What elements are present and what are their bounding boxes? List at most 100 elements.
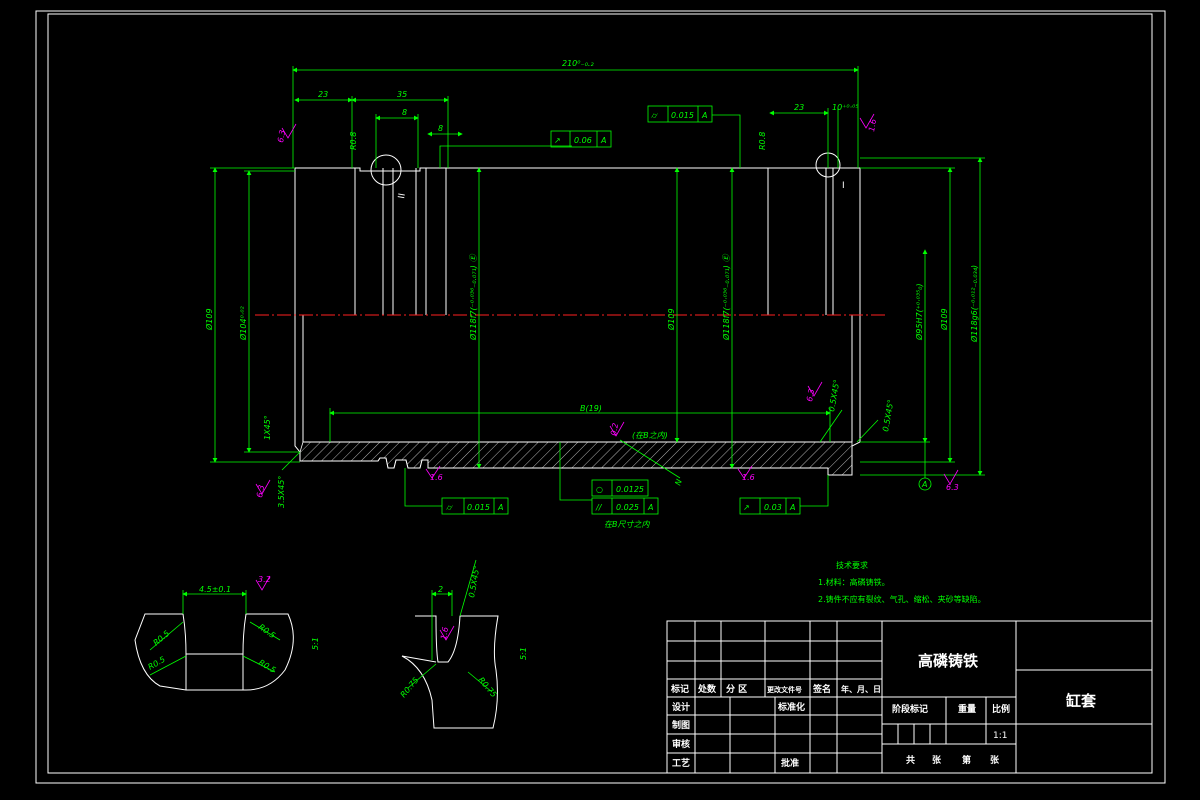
datum-a-label: A (921, 480, 927, 489)
dim-05x45-b: 0.5X45° (881, 399, 895, 432)
svg-text://: // (595, 503, 603, 512)
svg-text:比例: 比例 (992, 703, 1010, 715)
dim-b: B(19) (580, 404, 602, 413)
detail-right-chamfer: 0.5X45° (467, 565, 481, 598)
inner-frame (47, 13, 1153, 774)
svg-text:分 区: 分 区 (726, 683, 747, 695)
svg-text:↗: ↗ (554, 136, 561, 145)
svg-text:A: A (789, 503, 795, 512)
dim-dia118-mid: Ø118f7(⁻⁰·⁰³⁶₋₀.₀₇₁) Ⓔ (468, 253, 478, 341)
svg-text:R0.5: R0.5 (257, 658, 277, 675)
technical-notes: 技术要求 1.材料：高磷铸铁。 2.铸件不应有裂纹、气孔、缩松、夹砂等缺陷。 (818, 560, 986, 604)
svg-text:工艺: 工艺 (672, 757, 690, 769)
svg-text:A: A (647, 503, 653, 512)
svg-text:A: A (600, 136, 606, 145)
svg-text:R0.5: R0.5 (152, 629, 172, 648)
dim-dia109-right: Ø109 (939, 308, 949, 331)
svg-text:↗: ↗ (743, 503, 750, 512)
notes-line1: 1.材料：高磷铸铁。 (818, 577, 890, 587)
svg-text:阶段标记: 阶段标记 (892, 703, 928, 715)
dim-dia104: Ø104⁰·⁰² (238, 305, 248, 341)
fcf-center-note: 在B尺寸之内 (604, 520, 650, 529)
part-outline (294, 167, 861, 476)
detail-left-roughness: 3.2 (258, 575, 271, 584)
svg-text:处数: 处数 (697, 683, 717, 695)
svg-text:制图: 制图 (672, 719, 690, 731)
svg-text:0.025: 0.025 (616, 503, 639, 512)
detail-circle-ii (370, 154, 402, 186)
svg-text:A: A (701, 111, 707, 120)
svg-text:R0.75: R0.75 (399, 676, 421, 700)
svg-text:0.0125: 0.0125 (616, 485, 644, 494)
detail-right-roughness: 1.6 (439, 626, 450, 640)
fcf-top-left: ↗ 0.06 A (550, 130, 612, 148)
title-block: 高磷铸铁 缸套 标记 处数 分 区 更改文件号 签名 年、月、日 设计 标准化 … (666, 620, 1153, 774)
svg-text:标记: 标记 (670, 683, 689, 695)
roughness-63-bottom-right: 6.3 (946, 483, 959, 492)
mark-n: N (673, 478, 684, 487)
datum-a-circle (918, 477, 932, 491)
svg-text:R0.5: R0.5 (257, 622, 277, 640)
notes-line2: 2.铸件不应有裂纹、气孔、缩松、夹砂等缺陷。 (818, 594, 986, 604)
dim-35: 35 (397, 90, 407, 99)
dim-8-b: 8 (438, 124, 443, 133)
dim-1x45: 1X45° (263, 415, 272, 440)
label-ii: II (397, 193, 408, 200)
svg-text:重量: 重量 (958, 703, 976, 715)
dim-10: 10⁺⁰·⁰⁵ (832, 103, 859, 112)
svg-text:批准: 批准 (781, 757, 799, 769)
part-name: 缸套 (1066, 692, 1097, 710)
dimension-lines (210, 66, 985, 507)
svg-text:R0.75: R0.75 (476, 676, 498, 700)
detail-left-scale: 5:1 (311, 637, 320, 650)
roughness-16-b: 1.6 (742, 473, 755, 482)
fcf-center: ○ 0.0125 // 0.025 A 在B尺寸之内 (591, 479, 659, 529)
svg-text:年、月、日: 年、月、日 (841, 684, 881, 694)
roughness-63-top-left: 6.3 (276, 129, 287, 143)
dim-8-a: 8 (402, 108, 407, 117)
svg-text:张: 张 (990, 754, 1000, 766)
svg-text:共: 共 (906, 754, 915, 766)
detail-right-scale: 5:1 (519, 647, 528, 660)
roughness-63-mid-right: 6.3 (805, 388, 816, 402)
dim-dia95: Ø95H7(⁺⁰·⁰³⁵₀) (914, 283, 924, 341)
dim-05x45-a: 0.5X45° (827, 379, 841, 412)
dim-total-length: 210⁰₋₀.₂ (562, 59, 594, 68)
svg-text:0.03: 0.03 (764, 503, 782, 512)
svg-text:签名: 签名 (812, 683, 831, 695)
dim-dia118-mid2: Ø118f7(⁻⁰·⁰³⁶₋₀.₀₇₁) Ⓔ (721, 253, 731, 341)
svg-text:张: 张 (932, 754, 942, 766)
svg-text:第: 第 (962, 754, 971, 766)
notes-title: 技术要求 (836, 560, 868, 570)
detail-left-width: 4.5±0.1 (199, 585, 231, 594)
svg-text:R0.5: R0.5 (147, 655, 167, 672)
svg-text:A: A (497, 503, 503, 512)
dim-23-right: 23 (794, 103, 804, 112)
dim-r08-left: R0.8 (349, 132, 358, 150)
fcf-bottom-right: ↗ 0.03 A (739, 497, 801, 515)
dim-23-left: 23 (318, 90, 328, 99)
svg-text:0.015: 0.015 (671, 111, 694, 120)
fcf-bottom-left: ⌭ 0.015 A (441, 497, 509, 515)
dim-r08-right: R0.8 (758, 132, 767, 150)
dim-35x45: 3.5X45° (277, 476, 286, 508)
dim-dia109-mid: Ø109 (666, 308, 676, 331)
roughness-16-top-right: 1.6 (867, 118, 878, 132)
svg-text:更改文件号: 更改文件号 (767, 685, 802, 694)
svg-text:设计: 设计 (672, 701, 690, 713)
svg-text:审核: 审核 (672, 738, 690, 750)
dim-dia109-left: Ø109 (204, 308, 214, 331)
detail-view-right: 2 0.5X45° 1.6 R0.75 R0.75 5:1 (399, 559, 528, 729)
detail-right-dim2: 2 (438, 585, 443, 594)
svg-text:○: ○ (596, 485, 603, 494)
dim-dia118-right: Ø118g6(⁻⁰·⁰¹²₋₀.₀₃₄) (969, 265, 979, 343)
material-label: 高磷铸铁 (918, 652, 978, 670)
svg-text:⌭: ⌭ (651, 111, 658, 120)
roughness-63-bottom-left: 6.3 (255, 484, 266, 498)
section-hatch (299, 441, 853, 476)
svg-text:标准化: 标准化 (777, 701, 805, 713)
fcf-top-right: ⌭ 0.015 A (647, 105, 713, 123)
label-i: I (842, 181, 845, 191)
roughness-16-a: 1.6 (430, 473, 443, 482)
